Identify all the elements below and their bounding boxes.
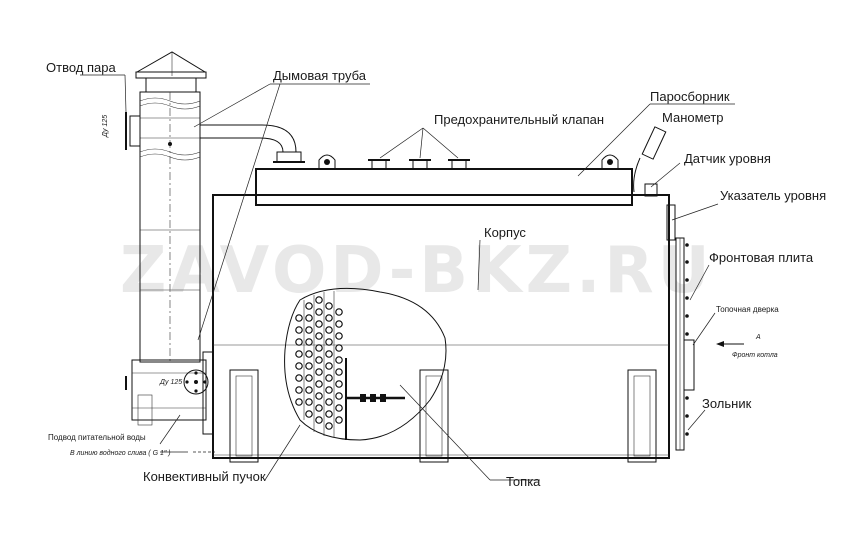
label-level-sensor: Датчик уровня xyxy=(684,151,771,166)
label-chimney: Дымовая труба xyxy=(273,68,367,83)
label-pressure-gauge: Манометр xyxy=(662,110,724,125)
label-nominal-bore-top: Ду 125 xyxy=(102,115,109,138)
label-ash-pit: Зольник xyxy=(702,396,752,411)
label-furnace: Топка xyxy=(506,474,541,489)
label-nominal-bore-bottom: Ду 125 xyxy=(159,379,182,386)
leader-lines xyxy=(80,74,735,481)
label-level-indicator: Указатель уровня xyxy=(720,188,826,203)
label-steam-drum: Паросборник xyxy=(650,89,730,104)
watermark-text: ZAVOD-BKZ.RU xyxy=(120,234,714,308)
label-feedwater-inlet: Подвод питательной воды xyxy=(48,433,146,442)
label-boiler-front: Фронт котла xyxy=(732,352,778,359)
boiler-body-drawing xyxy=(212,126,744,463)
label-front-plate: Фронтовая плита xyxy=(709,250,814,265)
label-safety-valve: Предохранительный клапан xyxy=(434,112,604,127)
label-steam-outlet: Отвод пара xyxy=(46,60,116,75)
label-view-mark: А xyxy=(755,334,761,341)
label-body: Корпус xyxy=(484,225,526,240)
label-drain-line: В линию водного слива ( G 1" ) xyxy=(70,449,171,457)
label-convective-bundle: Конвективный пучок xyxy=(143,469,266,484)
label-fire-door: Топочная дверка xyxy=(716,305,779,314)
